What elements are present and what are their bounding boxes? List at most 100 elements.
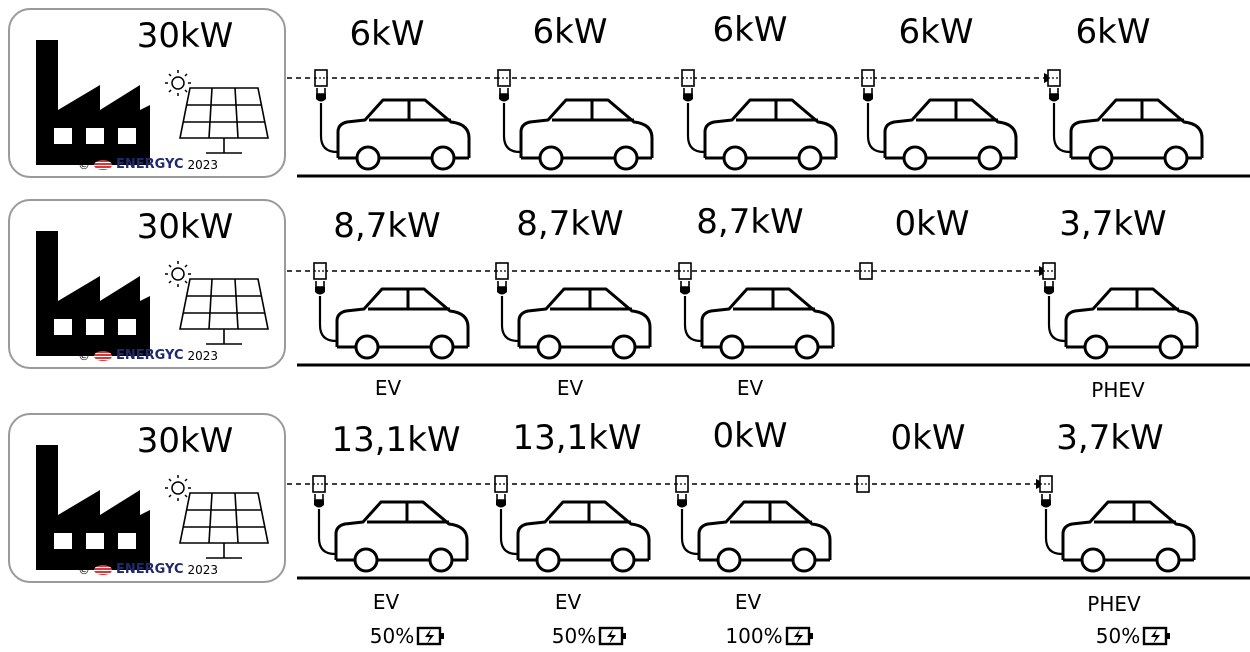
battery-charging-icon xyxy=(1143,626,1171,646)
row-3-graphics xyxy=(287,475,1250,580)
vehicle-type-label: EV xyxy=(554,590,582,614)
energyc-logo-icon xyxy=(94,350,112,361)
charging-power-slot-3: 6kW xyxy=(712,10,788,50)
charging-power-slot-1: 13,1kW xyxy=(331,420,461,460)
car-icon xyxy=(334,500,469,573)
charger-plug-icon xyxy=(313,262,337,343)
power-plant-box: 30kW © ENERGYC 2023 xyxy=(8,413,286,583)
charging-power-slot-4: 0kW xyxy=(894,204,970,244)
sun-icon xyxy=(165,70,191,96)
charger-plug-icon xyxy=(314,69,338,154)
scenario-row-1: 30kW © ENERGYC 2023 6kW 6kW 6kW 6kW 6kW xyxy=(0,0,1250,190)
solar-panel-icon xyxy=(179,278,269,345)
car-icon xyxy=(1061,500,1196,573)
scenario-row-3: 30kW © ENERGYC 2023 13,1kW 13,1kW 0kW 0k… xyxy=(0,406,1250,652)
charging-power-slot-4: 0kW xyxy=(890,418,966,458)
battery-charging-icon xyxy=(417,626,445,646)
state-of-charge-value: 50% xyxy=(1095,624,1141,648)
state-of-charge-value: 50% xyxy=(551,624,597,648)
charging-power-slot-4: 6kW xyxy=(898,12,974,52)
power-plant-box: 30kW © ENERGYC 2023 xyxy=(8,8,286,178)
charging-power-slot-3: 0kW xyxy=(712,416,788,456)
scenario-row-2: 30kW © ENERGYC 2023 8,7kW 8,7kW 8,7kW 0k… xyxy=(0,192,1250,407)
factory-icon xyxy=(36,40,150,165)
car-icon xyxy=(516,500,651,573)
state-of-charge-value: 100% xyxy=(725,624,783,648)
state-of-charge-value: 50% xyxy=(369,624,415,648)
energyc-logo-icon xyxy=(94,564,112,575)
charger-plug-icon xyxy=(1047,69,1071,154)
charger-plug-icon xyxy=(681,69,705,154)
charging-power-slot-1: 8,7kW xyxy=(333,206,441,246)
car-icon xyxy=(519,98,654,171)
charger-plug-icon xyxy=(1039,475,1063,556)
car-icon xyxy=(335,287,470,360)
copyright-symbol: © xyxy=(78,348,90,363)
row-2-graphics xyxy=(287,262,1250,367)
solar-panel-icon xyxy=(179,87,269,154)
state-of-charge: 100% xyxy=(700,624,840,648)
car-icon xyxy=(697,500,832,573)
car-icon xyxy=(1069,98,1204,171)
power-plant-box: 30kW © ENERGYC 2023 xyxy=(8,199,286,369)
charger-plug-icon xyxy=(1042,262,1066,343)
plant-graphic xyxy=(36,40,269,165)
charging-power-slot-5: 3,7kW xyxy=(1056,418,1164,458)
factory-icon xyxy=(36,231,150,356)
vehicle-type-label: EV xyxy=(736,376,764,400)
charger-plug-icon xyxy=(494,475,518,556)
brand-name: ENERGYC xyxy=(116,348,184,363)
car-icon xyxy=(883,98,1018,171)
row-1-graphics xyxy=(287,69,1250,178)
charger-plug-icon xyxy=(859,262,873,280)
sun-icon xyxy=(165,475,191,501)
vehicle-type-label: EV xyxy=(372,590,400,614)
charging-power-slot-5: 6kW xyxy=(1075,12,1151,52)
charger-plug-icon xyxy=(495,262,519,343)
state-of-charge: 50% xyxy=(520,624,660,648)
factory-icon xyxy=(36,445,150,570)
state-of-charge: 50% xyxy=(338,624,478,648)
charging-power-slot-1: 6kW xyxy=(349,14,425,54)
charging-power-slot-2: 8,7kW xyxy=(516,204,624,244)
charging-power-slot-3: 8,7kW xyxy=(696,202,804,242)
vehicle-type-label: PHEV xyxy=(1087,592,1141,616)
copyright-notice: © ENERGYC 2023 xyxy=(78,562,218,577)
charging-power-slot-2: 6kW xyxy=(532,12,608,52)
charging-power-slot-5: 3,7kW xyxy=(1059,204,1167,244)
charger-plug-icon xyxy=(861,69,885,154)
copyright-year: 2023 xyxy=(187,348,219,363)
solar-panel-icon xyxy=(179,492,269,559)
charger-plug-icon xyxy=(856,475,870,493)
charger-plug-icon xyxy=(312,475,336,556)
charger-plug-icon xyxy=(678,262,702,343)
brand-name: ENERGYC xyxy=(116,562,184,577)
copyright-symbol: © xyxy=(78,562,90,577)
vehicle-type-label: EV xyxy=(734,590,762,614)
brand-name: ENERGYC xyxy=(116,157,184,172)
energyc-logo-icon xyxy=(94,159,112,170)
vehicle-type-label: EV xyxy=(374,376,402,400)
charger-plug-icon xyxy=(497,69,521,154)
battery-charging-icon xyxy=(785,626,813,646)
plant-power-value: 30kW xyxy=(136,421,234,461)
copyright-year: 2023 xyxy=(187,562,219,577)
vehicle-type-label: PHEV xyxy=(1091,378,1145,402)
charger-plug-icon xyxy=(675,475,699,556)
plant-graphic xyxy=(36,445,269,570)
copyright-notice: © ENERGYC 2023 xyxy=(78,348,218,363)
copyright-symbol: © xyxy=(78,157,90,172)
car-icon xyxy=(336,98,471,171)
battery-charging-icon xyxy=(599,626,627,646)
copyright-notice: © ENERGYC 2023 xyxy=(78,157,218,172)
car-icon xyxy=(700,287,835,360)
car-icon xyxy=(703,98,838,171)
plant-power-value: 30kW xyxy=(136,207,234,247)
plant-power-value: 30kW xyxy=(136,16,234,56)
car-icon xyxy=(517,287,652,360)
state-of-charge: 50% xyxy=(1064,624,1204,648)
charging-power-slot-2: 13,1kW xyxy=(512,418,642,458)
car-icon xyxy=(1064,287,1199,360)
sun-icon xyxy=(165,261,191,287)
